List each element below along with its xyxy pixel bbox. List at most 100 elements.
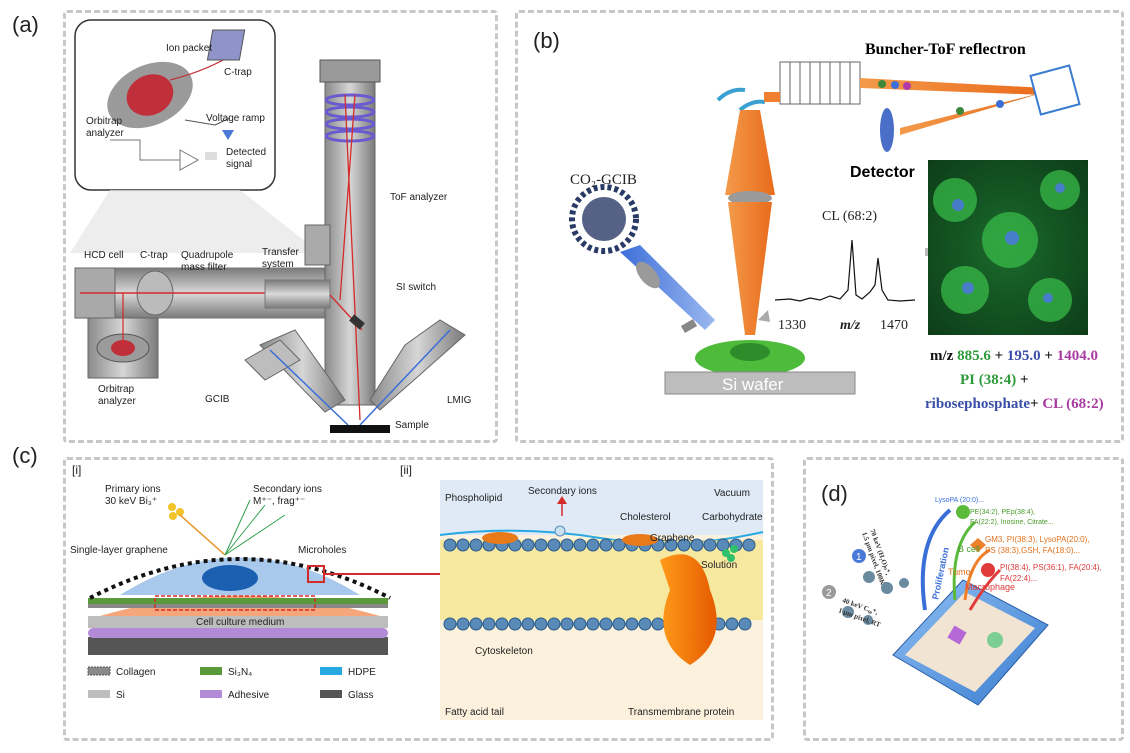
label-ctrap: C-trap — [140, 250, 168, 261]
panel-a-diagram: Ion packet C-trap Orbitrap analyzer Volt… — [70, 19, 472, 433]
legend-si: Si — [116, 690, 125, 701]
legend-si3n4: Si₃N₄ — [228, 667, 252, 678]
panel-label-c: (c) — [12, 443, 38, 468]
panel-c-diagram: [i] [ii] Collagen — [70, 463, 764, 720]
tof-column — [324, 74, 376, 406]
beam-1-marker — [852, 549, 866, 563]
label-buncher: Buncher-ToF reflectron — [865, 41, 1026, 58]
label-primary-2: 30 keV Bi₃⁺ — [105, 496, 157, 507]
panel-label-a: (a) — [12, 12, 39, 37]
label-cholesterol: Cholesterol — [620, 512, 671, 523]
label-secondary-1: Secondary ions — [253, 484, 322, 495]
label-transfer-1: Transfer — [262, 247, 300, 258]
label-microholes: Microholes — [298, 545, 346, 556]
mz-line: m/z 885.6 + 195.0 + 1404.0 — [930, 348, 1098, 364]
label-num-1: 1 — [856, 552, 862, 563]
gcib-beam — [620, 245, 715, 330]
secondary-ion-beam — [725, 110, 775, 195]
reflectron — [1029, 64, 1081, 116]
label-c-i: [i] — [72, 463, 81, 477]
gcib-cluster — [569, 184, 639, 254]
label-orange-2: PS (38:3),GSH, FA(18:0)... — [985, 546, 1080, 555]
panel-a-frame — [63, 10, 498, 443]
glass-layer — [88, 637, 388, 655]
label-primary-1: Primary ions — [105, 484, 161, 495]
label-detected-1: Detected — [226, 147, 266, 158]
label-green-1: PE(34:2), PEp(38:4), — [970, 509, 1035, 516]
label-ion-packet: Ion packet — [166, 43, 212, 54]
mass-spectrum — [774, 239, 916, 302]
ion-clusters — [842, 571, 909, 625]
panel-b-diagram: Si wafer Buncher-ToF reflectron Detector… — [569, 41, 1104, 412]
label-quad-2: mass filter — [181, 262, 227, 273]
sample-stage — [330, 425, 390, 433]
label-graphene: Graphene — [650, 533, 695, 544]
label-tof-analyzer: ToF analyzer — [390, 192, 448, 203]
label-red-2: FA(22:4)... — [1000, 574, 1037, 583]
primary-ion-cluster — [168, 503, 184, 520]
label-detected-2: signal — [226, 159, 252, 170]
lipid-heads-top — [443, 538, 756, 552]
label-single-graphene: Single-layer graphene — [70, 545, 168, 556]
graphene-dotted — [89, 557, 391, 600]
label-num-2: 2 — [826, 588, 832, 599]
label-transfer-2: system — [262, 259, 294, 270]
label-c-ii: [ii] — [400, 463, 412, 477]
label-si-wafer: Si wafer — [722, 375, 784, 394]
label-orbitrap-top-1: Orbitrap — [86, 116, 123, 127]
label-red-1: PI(38:4), PS(36:1), FA(20:4), — [1000, 563, 1102, 572]
label-orbitrap-bottom-1: Orbitrap — [98, 384, 135, 395]
label-quad-1: Quadrupole — [181, 250, 234, 261]
transmembrane-protein — [660, 554, 717, 665]
tof-flight-beam — [860, 78, 1045, 95]
legend-glass: Glass — [348, 690, 374, 701]
label-fatty-acid: Fatty acid tail — [445, 707, 504, 718]
legend-adhesive: Adhesive — [228, 690, 270, 701]
label-x-min: 1330 — [778, 318, 806, 333]
label-cytoskeleton: Cytoskeleton — [475, 646, 533, 657]
label-cl-peak: CL (68:2) — [822, 209, 877, 224]
label-co2-gcib: CO₂-GCIB — [570, 172, 637, 188]
label-macrophage: Macrophage — [965, 582, 1015, 592]
label-hcd-cell: HCD cell — [84, 250, 123, 261]
label-sample: Sample — [395, 420, 429, 431]
tumor-shape — [970, 538, 986, 552]
panel-d-frame — [803, 457, 1124, 741]
label-orbitrap-bottom-2: analyzer — [98, 396, 136, 407]
detector-plate — [880, 108, 894, 152]
panel-label-b: (b) — [533, 28, 560, 53]
label-x-max: 1470 — [880, 318, 908, 333]
label-orbitrap-top-2: analyzer — [86, 128, 124, 139]
panel-d-diagram: 1 2 LysoPA (20:0)... PE(34:2), PEp(38:4)… — [822, 497, 1102, 706]
legend-collagen: Collagen — [116, 667, 155, 678]
label-orange-1: GM3, PI(38:3), LysoPA(20:0), — [985, 535, 1089, 544]
si-wafer — [664, 371, 856, 395]
label-si-switch: SI switch — [396, 282, 436, 293]
ctrap-top-shape — [206, 29, 246, 61]
b-cell-dot — [956, 505, 970, 519]
label-secondary-ions: Secondary ions — [528, 486, 597, 497]
label-transmembrane: Transmembrane protein — [628, 707, 734, 718]
label-lmig: LMIG — [447, 395, 472, 406]
label-lysopa: LysoPA (20:0)... — [935, 497, 984, 504]
label-carbohydrate: Carbohydrate — [702, 512, 763, 523]
panel-b-frame — [515, 10, 1124, 443]
label-tumor: Tumor — [948, 567, 974, 577]
ribo-line: ribosephosphate+ CL (68:2) — [925, 396, 1104, 412]
label-phospholipid: Phospholipid — [445, 493, 502, 504]
panel-label-d: (d) — [821, 481, 848, 506]
beam-2-marker — [822, 585, 836, 599]
pi-line: PI (38:4) + — [960, 372, 1029, 388]
label-gcib: GCIB — [205, 394, 230, 405]
label-green-2: FA(22:2), Inosine, Citrate... — [970, 519, 1054, 526]
carbohydrate-cluster — [722, 545, 738, 562]
label-x-axis: m/z — [840, 318, 861, 333]
macrophage-dot — [981, 563, 995, 577]
panel-c-frame — [63, 457, 774, 741]
label-medium: Cell culture medium — [196, 617, 284, 628]
label-solution: Solution — [701, 560, 737, 571]
label-ctrap-top: C-trap — [224, 67, 252, 78]
label-vacuum: Vacuum — [714, 488, 750, 499]
legend-hdpe: HDPE — [348, 667, 376, 678]
